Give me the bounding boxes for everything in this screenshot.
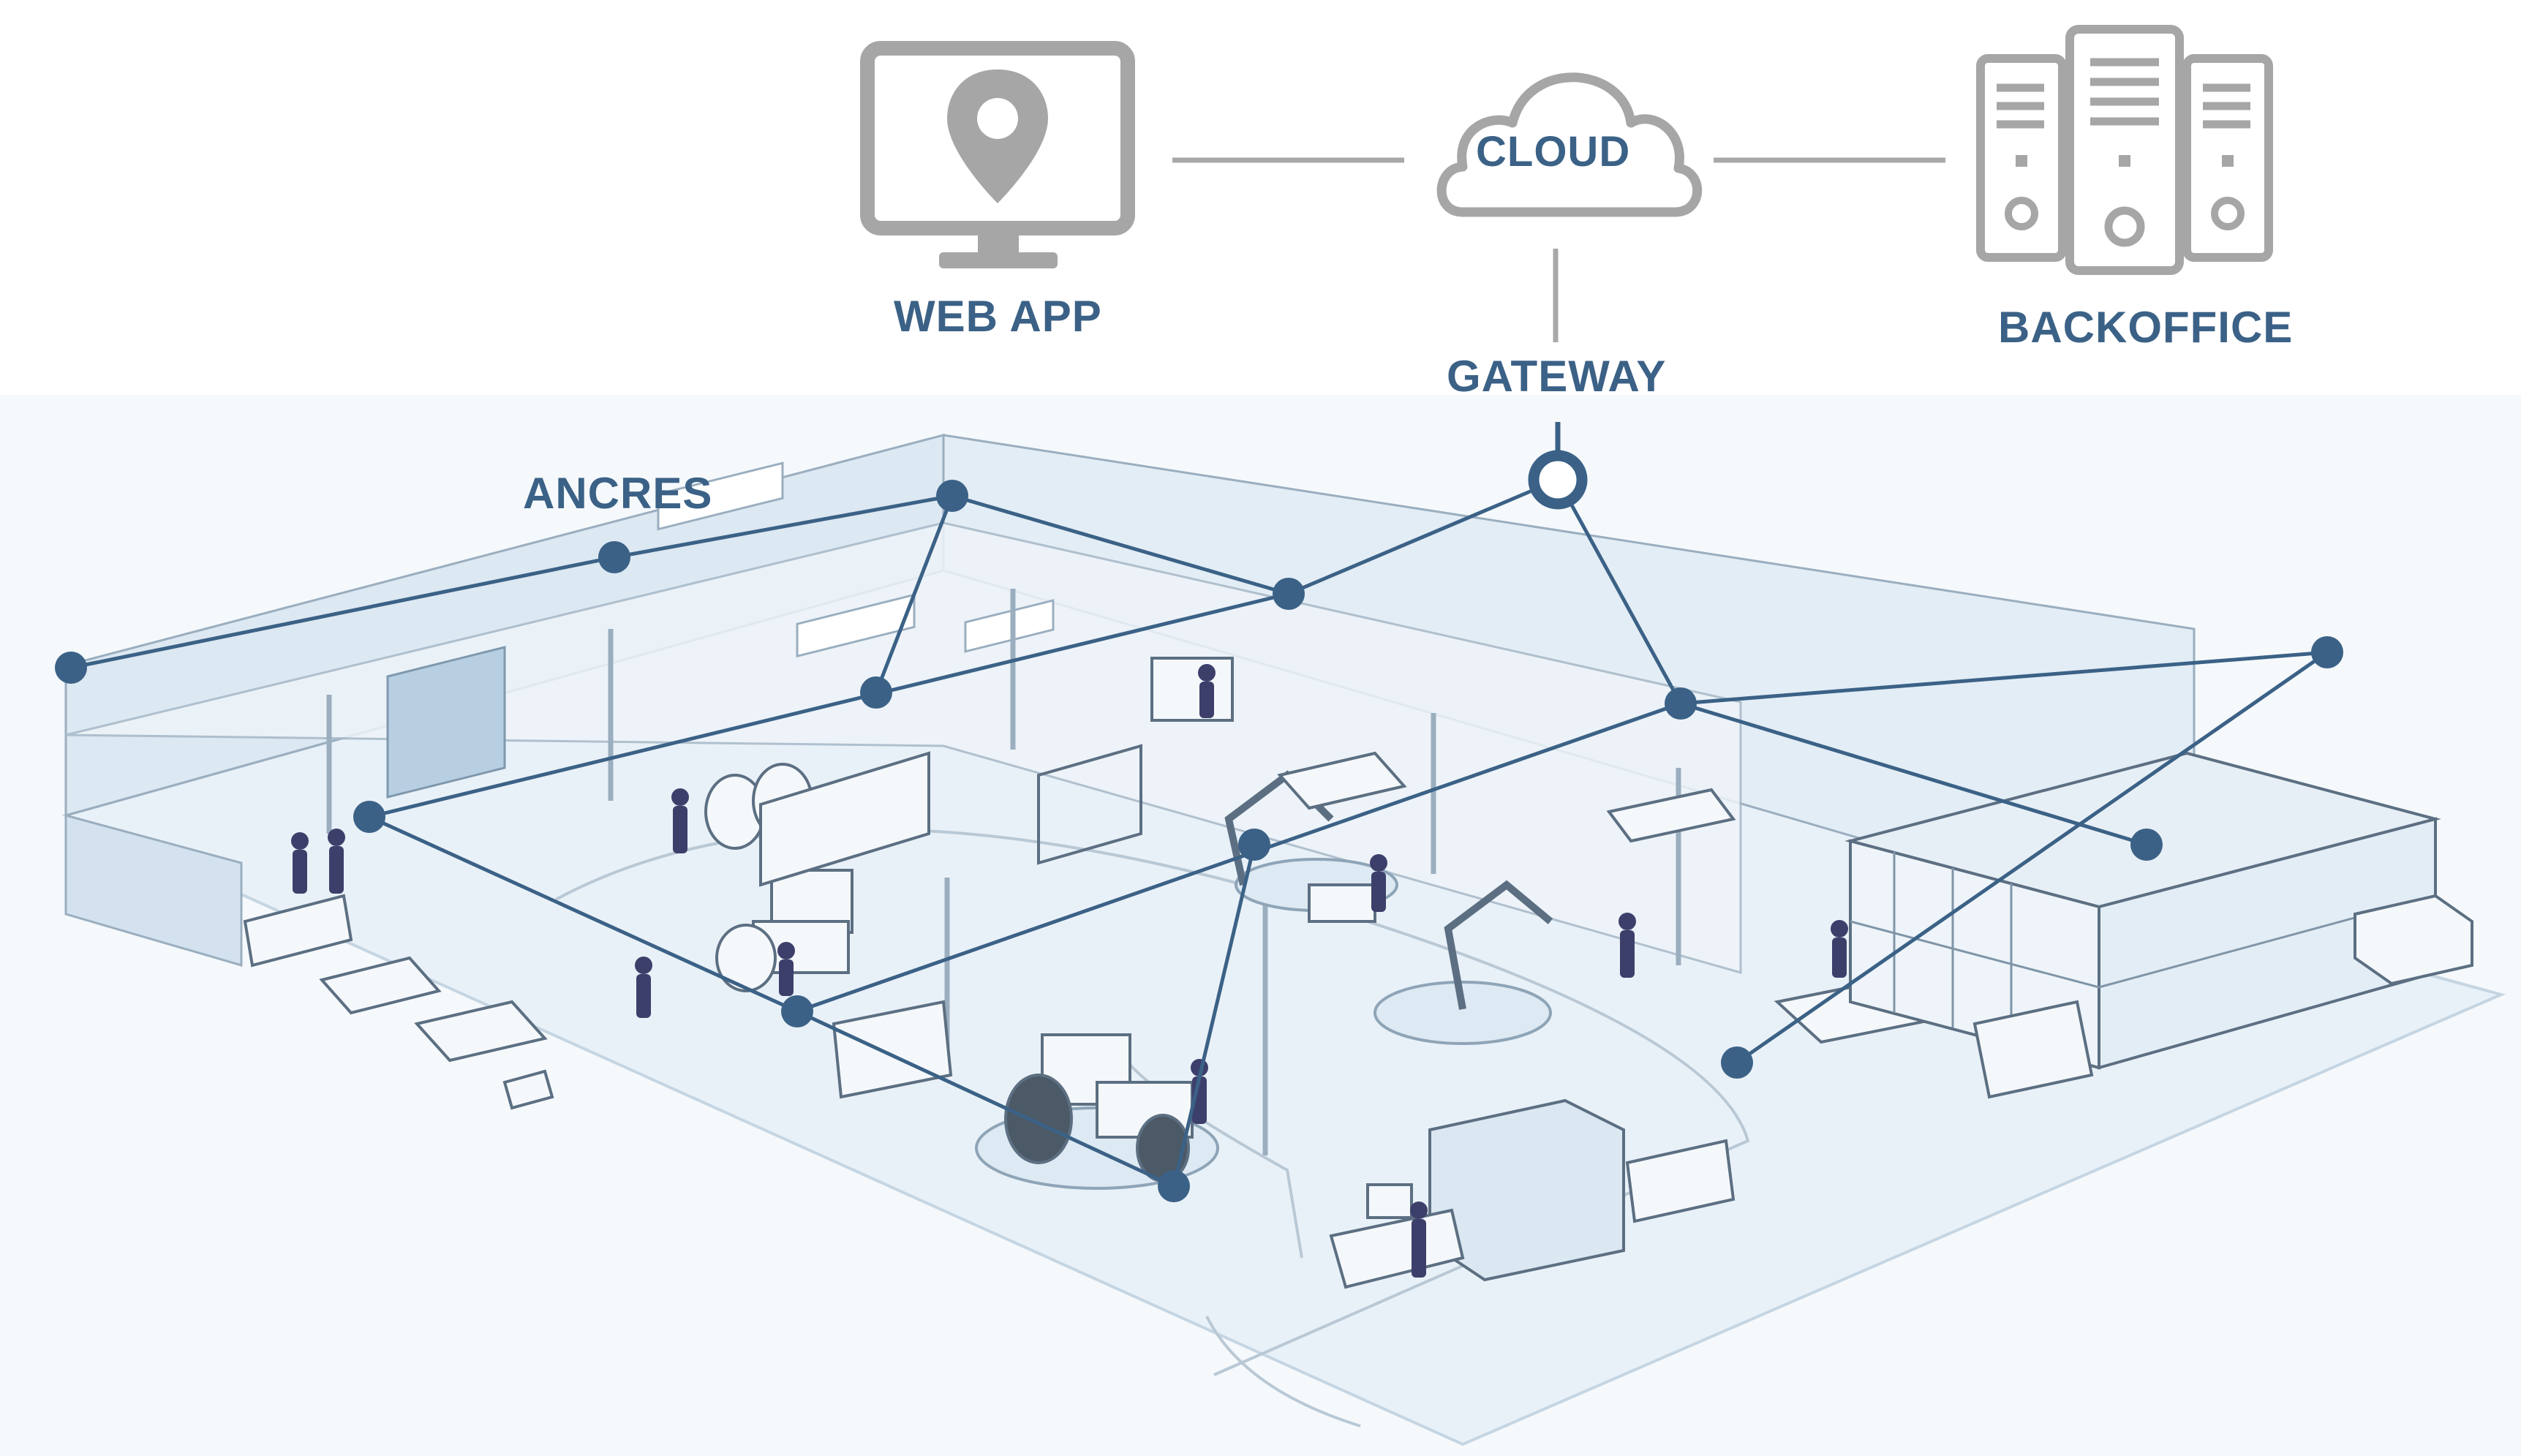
network-link	[1680, 701, 2147, 847]
machine-part	[1308, 883, 1376, 923]
window	[796, 593, 916, 658]
gateway-label: GATEWAY	[1447, 352, 1667, 401]
anchor-node	[781, 995, 813, 1027]
window	[657, 461, 784, 531]
tractor-wheel	[1004, 1074, 1073, 1164]
display-board	[759, 751, 930, 887]
location-pin-hole	[977, 98, 1018, 139]
server-disk	[2005, 197, 2038, 230]
rack-shelf	[1850, 920, 2100, 989]
network-link	[1736, 650, 2329, 1065]
anchor-node	[353, 801, 385, 833]
monitor-base	[939, 252, 1058, 268]
tractor-wheel	[715, 924, 777, 992]
gateway-ring-node	[1528, 422, 1588, 510]
backoffice-label: BACKOFFICE	[1998, 303, 2294, 352]
server-tower-right	[2182, 54, 2273, 262]
bench	[1606, 788, 1736, 843]
anchor-node	[860, 676, 892, 709]
network-link	[796, 701, 1681, 1014]
network-link	[70, 555, 615, 670]
floor-marking	[1205, 1316, 1361, 1427]
wall-windows	[657, 461, 1055, 658]
worker-figure	[671, 788, 689, 853]
server-towers-icon	[1976, 25, 2273, 275]
web-app-label: WEB APP	[894, 292, 1102, 341]
cloud-label: CLOUD	[1476, 128, 1631, 176]
network-link	[1288, 478, 1559, 596]
anchor-node	[1238, 829, 1270, 861]
crate	[243, 894, 353, 967]
workers	[291, 664, 1848, 1278]
server-disk	[2211, 197, 2245, 230]
cloud-icon	[1436, 72, 1703, 217]
forklift	[1972, 1000, 2094, 1099]
robot-arm	[1444, 880, 1553, 1010]
anchor-node	[2311, 636, 2343, 668]
worker-figure	[1191, 1059, 1208, 1124]
monitor-with-location-pin-icon	[860, 41, 1135, 268]
forklift	[1150, 657, 1234, 722]
anchor-node	[55, 652, 87, 684]
anchor-node	[1665, 687, 1697, 720]
network-link	[1556, 478, 1683, 705]
anchor-node	[598, 541, 630, 573]
partition-wall	[65, 521, 1742, 974]
worker-figure	[1370, 854, 1387, 912]
server-tower-left	[1976, 54, 2067, 262]
bench	[319, 956, 442, 1015]
worker-figure	[777, 942, 795, 996]
network-link	[368, 815, 799, 1014]
network-link	[796, 1009, 1175, 1188]
network-links	[70, 478, 2329, 1188]
network-link	[952, 494, 1289, 596]
anchor-node	[1273, 578, 1305, 610]
server-tower-center	[2065, 25, 2184, 275]
ancres-label: ANCRES	[523, 469, 713, 518]
pallet-stack	[832, 1000, 953, 1099]
crate	[502, 1069, 554, 1110]
monitor-screen	[1366, 1183, 1413, 1219]
server-disk	[2104, 206, 2145, 247]
network-link	[1680, 650, 2328, 706]
worker-figure	[1410, 1202, 1428, 1278]
drawer-cabinet	[1625, 1139, 1736, 1223]
turntable	[1373, 981, 1552, 1045]
network-link	[1172, 844, 1256, 1187]
server-leds	[2016, 155, 2234, 167]
top-connectors	[1172, 157, 1945, 342]
worker-figure	[291, 832, 309, 894]
worker-figure	[1198, 664, 1216, 718]
network-link	[369, 592, 1289, 819]
worker-figure	[1619, 913, 1636, 978]
assembly-frame	[1037, 744, 1142, 865]
anchor-node	[936, 480, 968, 512]
worker-figure	[1831, 920, 1848, 978]
window	[964, 599, 1055, 653]
monitor-neck	[978, 228, 1019, 253]
worker-figure	[328, 829, 345, 894]
bench	[414, 1000, 548, 1063]
loading-door	[386, 646, 506, 799]
worker-figure	[635, 957, 652, 1018]
anchor-node	[1721, 1046, 1753, 1079]
crate	[2354, 894, 2473, 986]
anchor-node	[2130, 829, 2163, 861]
gateway-ring	[1528, 450, 1588, 510]
bench	[1277, 751, 1407, 810]
factory-floor	[0, 395, 2521, 1456]
anchor-nodes	[55, 480, 2343, 1202]
anchor-node	[1158, 1170, 1190, 1202]
network-link	[874, 495, 954, 693]
front-wall-left	[64, 814, 243, 967]
network-link	[614, 494, 953, 559]
